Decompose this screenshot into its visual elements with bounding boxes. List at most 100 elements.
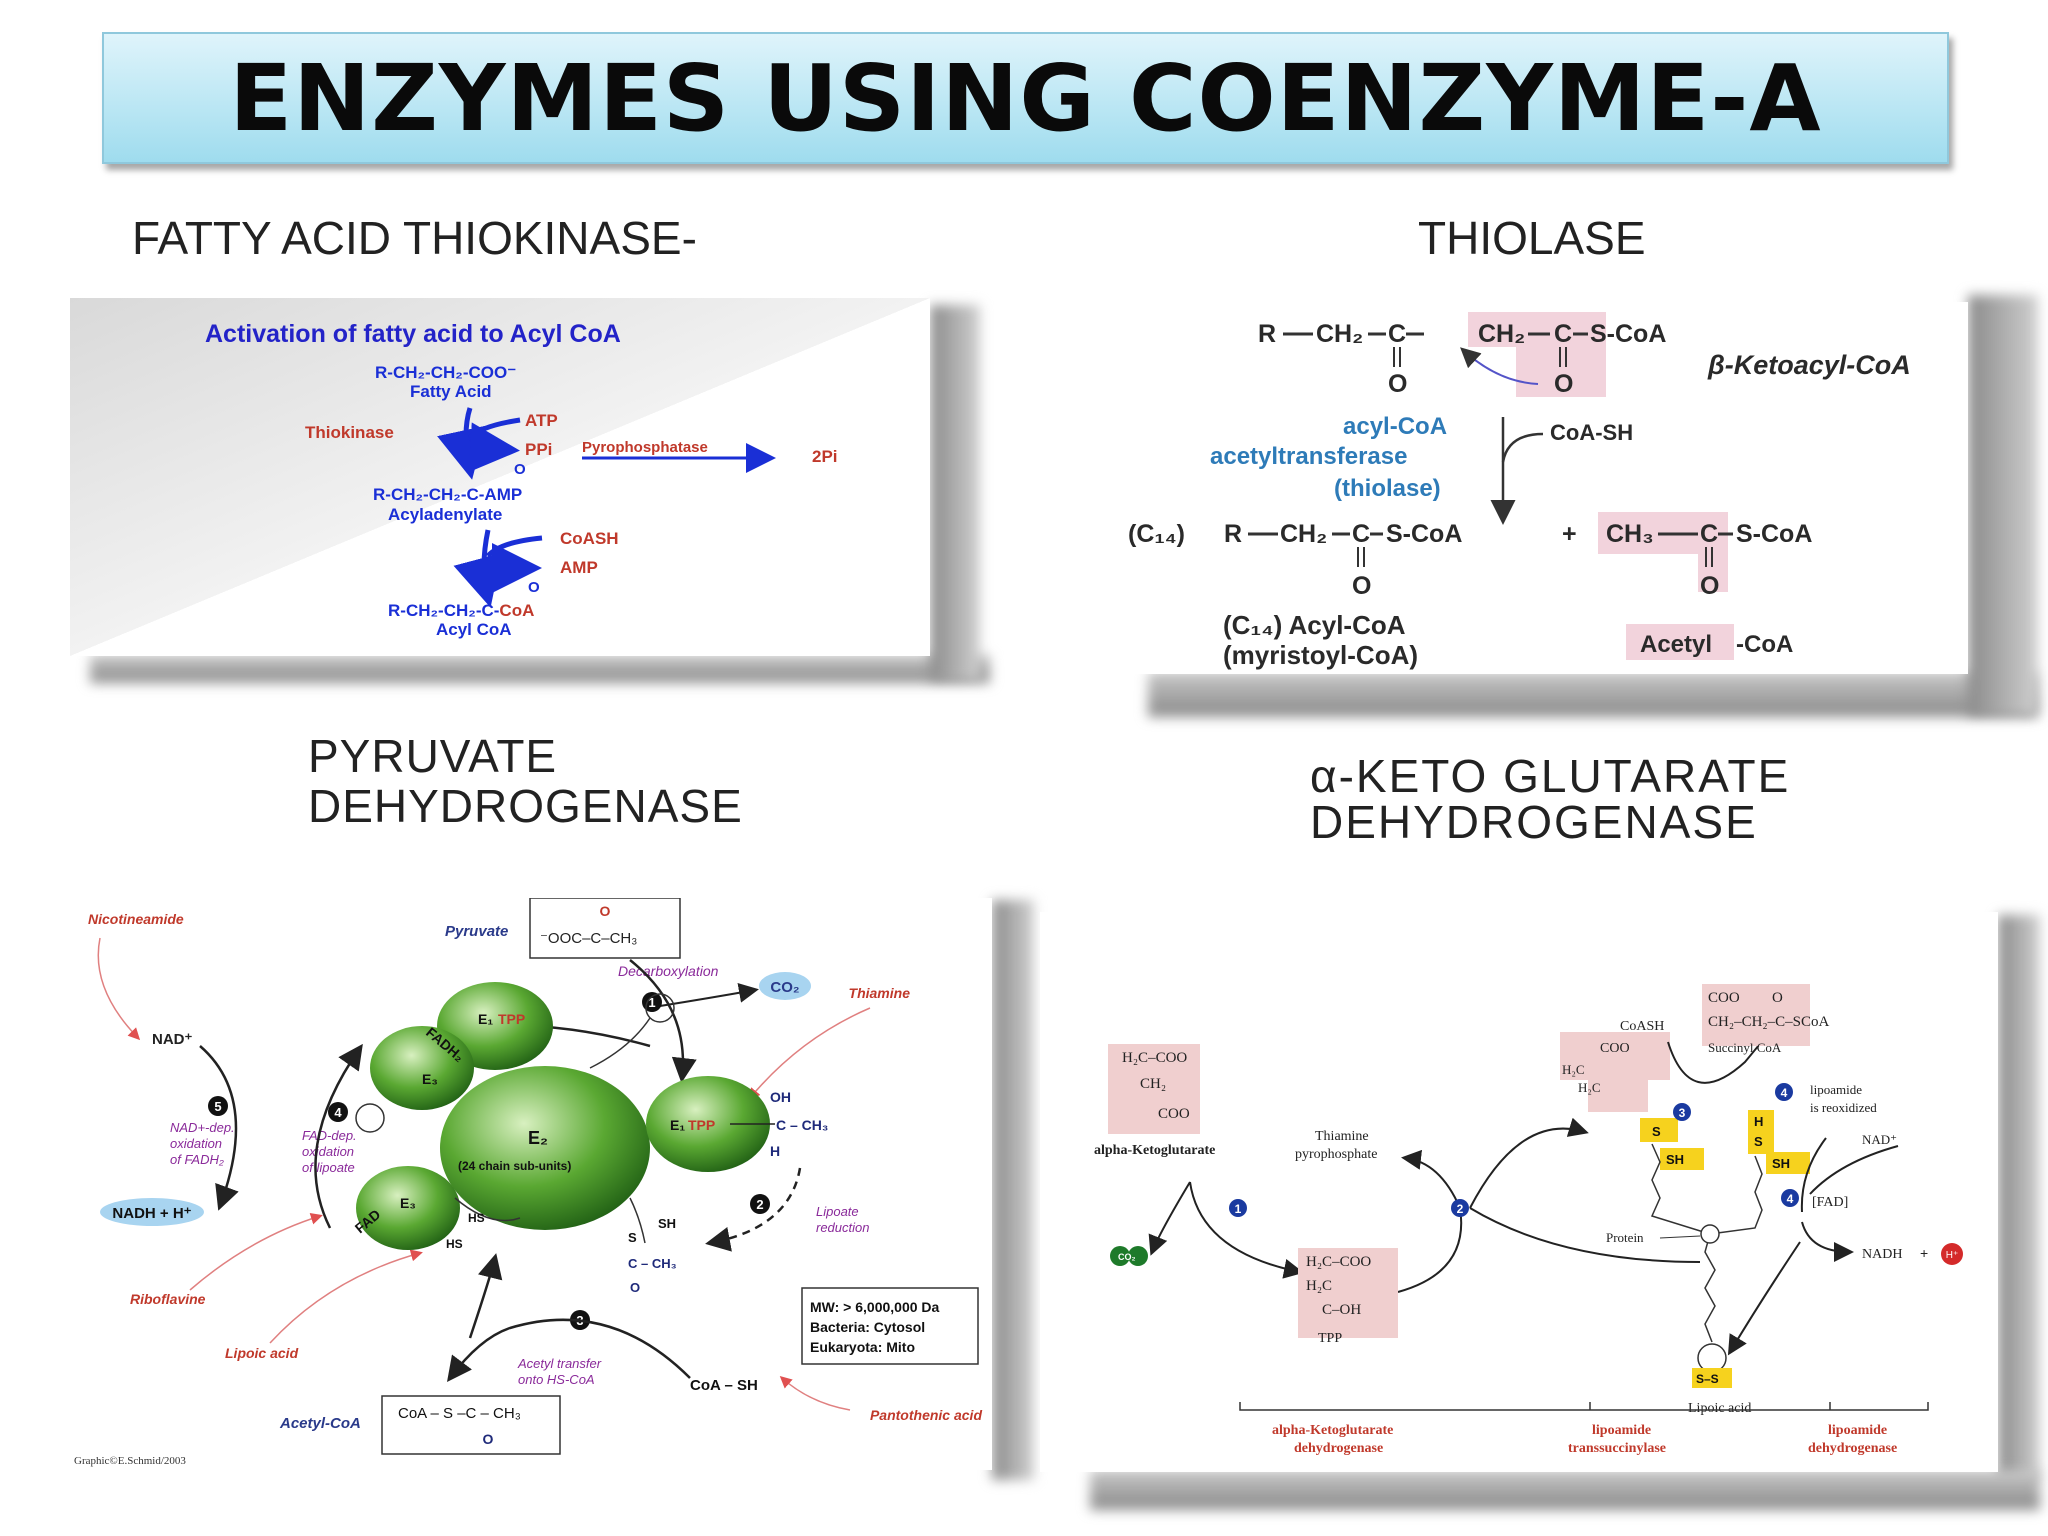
ss-label: S–S [1696,1372,1719,1386]
oh-label: OH [770,1089,791,1105]
enzyme-brackets [1239,1402,1929,1411]
e2-subunits-label: (24 chain sub-units) [458,1159,571,1173]
pyruvate-formula: ⁻OOC–C–CH₃ [540,930,637,947]
nad-label: NAD⁺ [1862,1132,1897,1147]
protein-label: Protein [1606,1230,1644,1245]
coash-in-arrow [1501,432,1544,463]
acetyl-c-ch3-label: C – CH₃ [628,1256,677,1271]
amp-out-arrow [486,542,542,593]
heading-pyruvate-dehydrogenase: DEHYDROGENASE [308,780,743,832]
carbonyl-c-4: C [1700,520,1718,548]
step-4-badge [328,1102,348,1122]
lipoyl-arm-left [1650,1143,1711,1235]
page-title: ENZYMES USING COENZYME-A [229,44,1822,152]
pyrophosphatase-label: Pyrophosphatase [582,439,708,456]
enzyme1-label-2: dehydrogenase [1294,1441,1383,1456]
thiamine-label-2: pyrophosphate [1295,1147,1377,1162]
mw-line-2: Bacteria: Cytosol [810,1319,925,1335]
coa-sh-label: CoA-SH [1550,420,1633,445]
acetyl-coa-formula: CoA – S –C – CH₃ [398,1405,521,1422]
coash-step-arrow [453,529,502,608]
step-4-number-bottom: 4 [1787,1192,1794,1206]
carbonyl-o-3: O [1352,572,1371,600]
acetyl-coa-carbonyl-o: O [483,1431,494,1447]
panel2-side-shadow [1968,295,2038,715]
amp-carbonyl-o: O [514,461,526,478]
enzyme-acyl-coa: acyl-CoA [1343,413,1447,440]
step-4-number: 4 [334,1105,342,1120]
r-group: R [1258,320,1276,348]
tpp-intermediate-bg [1298,1248,1398,1338]
acetyl-carbonyl-o: O [630,1280,640,1295]
thiamine-label: Thiamine [849,985,911,1001]
panel1-shadow [90,655,990,683]
thiamine-arrow [748,1007,871,1101]
ch2-2: CH₂ [1478,320,1525,348]
akg-coo: H₂C–COO [1122,1050,1187,1066]
carbonyl-c-2: C [1554,320,1572,348]
pyruvate-label: Pyruvate [445,923,508,940]
fad-label: [FAD] [1812,1195,1848,1210]
lipoic-acid-label: Lipoic acid [1688,1401,1751,1416]
hs-badge-right [1748,1110,1774,1154]
acylcoa-carbonyl-o: O [528,579,540,596]
atp-label: ATP [525,411,558,430]
ch2-3: CH₂ [1280,520,1327,548]
panel3-side-shadow [992,900,1034,1480]
nad-arrow [199,1045,239,1211]
sh-badge-left [1660,1148,1704,1170]
e1-right-label: E₁ [670,1117,685,1133]
akg-coo-2: COO [1158,1106,1190,1122]
sh-label-left: SH [1666,1152,1684,1167]
acetyl-label-highlight [1626,624,1734,660]
e3-top-subunit [370,1026,474,1110]
lipoyl-arm-bottom [1704,1233,1716,1343]
credit-label: Graphic©E.Schmid/2003 [74,1455,186,1467]
fatty-acid-label: Fatty Acid [410,382,492,401]
acetyl-lipoyl-arm [629,1197,646,1244]
attack-arrow [1460,347,1539,385]
step-3-badge [1673,1103,1691,1121]
coash-label: CoASH [560,529,619,548]
mw-line-3: Eukaryota: Mito [810,1339,915,1355]
plus-sign: + [1562,520,1577,548]
acetyl-transfer-label-1: Acetyl transfer [517,1356,602,1371]
s-label-left: S [1652,1124,1661,1139]
acetyl-coa-formula-box [381,1395,561,1455]
acyl-coa-c14-label: (C₁₄) Acyl-CoA [1223,610,1406,640]
lipoyl-arm-right [1709,1155,1763,1235]
ss-badge [1692,1368,1732,1388]
acyladenylate-label: Acyladenylate [388,505,502,524]
decarboxylation-arrow [1148,1181,1191,1256]
lipoate-reduction-label-1: Lipoate [816,1204,859,1219]
panel-thiolase: R CH₂ C CH₂ C S-CoA O O β-Ketoacyl-CoA a… [1118,302,1968,674]
ch2-1: CH₂ [1316,320,1363,348]
heading-pyruvate: PYRUVATE [308,730,558,782]
co2-label: CO₂ [1118,1252,1136,1262]
lipoamide-reox-label-1: lipoamide [1810,1082,1862,1097]
enzyme-thiolase: (thiolase) [1334,475,1441,502]
step3-arc [446,1318,691,1382]
step-1-badge [1229,1199,1247,1217]
succinyl-coa-name: Succinyl CoA [1708,1040,1782,1055]
riboflavine-arrow [189,1212,323,1291]
akg-ch2: CH₂ [1140,1076,1166,1092]
title-banner: ENZYMES USING COENZYME-A [102,32,1949,164]
succinyl-coa-bg [1702,984,1810,1046]
h-label: H [770,1143,780,1159]
enzyme3-label-2: dehydrogenase [1808,1441,1897,1456]
fad-dep-label-3: of lipoate [302,1160,355,1175]
succinyl-coo: COO [1600,1041,1630,1056]
panel1-side-shadow [930,305,980,680]
decarboxylation-label: Decarboxylation [618,963,719,979]
step-1-number: 1 [648,995,655,1010]
s-coa-1: S-CoA [1590,320,1666,348]
riboflavine-label: Riboflavine [130,1291,206,1307]
fad-regeneration-arrow [314,1043,363,1229]
ppi-label: PPi [525,440,552,459]
co2-bubble [759,972,811,1000]
tpp-h2c: H₂C [1306,1278,1332,1294]
e3-bottom-subunit [356,1166,460,1250]
activation-title: Activation of fatty acid to Acyl CoA [205,320,621,348]
s-label: S [628,1230,637,1245]
